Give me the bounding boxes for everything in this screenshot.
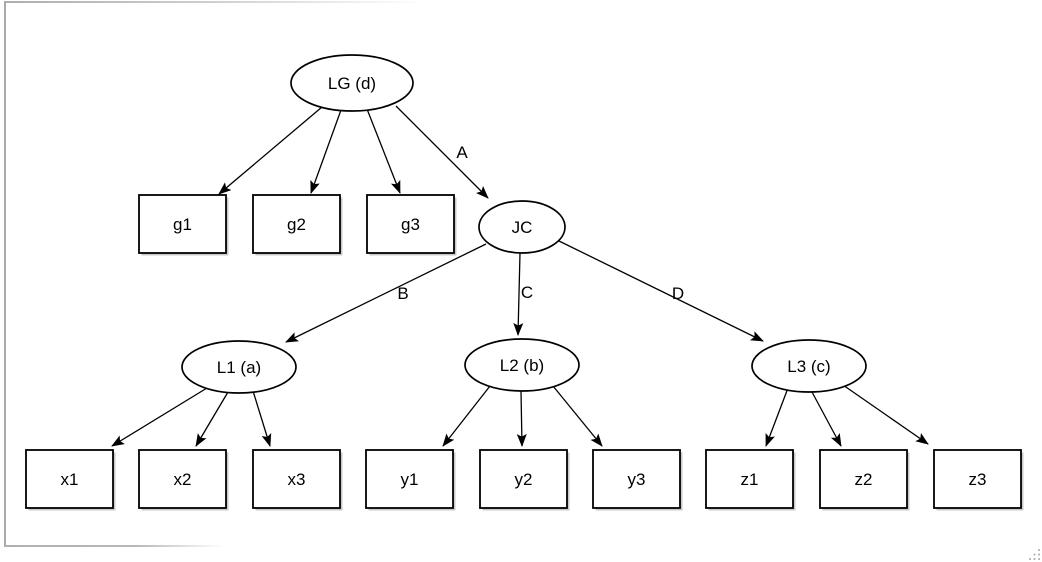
- node-z1-shape: [705, 449, 794, 509]
- edge-label-a: A: [456, 143, 468, 162]
- node-lg-shape: [290, 54, 414, 112]
- node-g3-label: g3: [401, 215, 420, 234]
- edge-lg-jc: [395, 105, 489, 199]
- node-l1: L1 (a): [181, 340, 297, 394]
- node-z3-shape: [933, 449, 1022, 509]
- node-y1-shape: [365, 449, 454, 509]
- node-jc: JC: [478, 200, 566, 254]
- edge-label-layer: A B C D: [397, 143, 684, 303]
- node-y2-shape: [479, 449, 568, 509]
- node-z2-shape: [819, 449, 908, 509]
- edge-l2-y1: [442, 385, 491, 447]
- window-border-bottom: [4, 545, 224, 547]
- edge-l1-x1: [111, 387, 208, 447]
- window-border-left: [4, 1, 6, 546]
- edge-l3-z1: [765, 387, 789, 447]
- node-l2-shape: [464, 338, 580, 392]
- node-x3-shape: [252, 449, 341, 509]
- node-g3-shape: [366, 194, 455, 254]
- edge-l3-z2: [811, 391, 842, 447]
- node-y3-label: y3: [628, 470, 646, 489]
- node-x2-shape: [138, 449, 227, 509]
- node-l3-label: L3 (c): [787, 357, 830, 376]
- edge-label-d: D: [672, 284, 684, 303]
- node-z3-label: z3: [969, 470, 987, 489]
- node-g2-shape: [252, 194, 341, 254]
- edge-label-b: B: [397, 284, 408, 303]
- node-l3: L3 (c): [751, 339, 867, 393]
- edge-l1-x3: [252, 390, 272, 447]
- node-z3: z3: [933, 449, 1024, 511]
- node-y2: y2: [479, 449, 570, 511]
- node-g1-shape: [138, 194, 227, 254]
- edge-lg-g1: [218, 106, 323, 195]
- node-z2: z2: [819, 449, 910, 511]
- node-g1: g1: [138, 194, 229, 256]
- resize-grip-icon[interactable]: [1027, 547, 1041, 561]
- node-g2-label: g2: [287, 215, 306, 234]
- node-y3: y3: [592, 449, 683, 511]
- node-l2: L2 (b): [464, 338, 580, 392]
- node-l1-shape: [181, 340, 297, 394]
- node-jc-label: JC: [512, 218, 533, 237]
- edge-jc-l1: [285, 243, 487, 343]
- edge-lg-g3: [366, 108, 401, 194]
- node-l1-label: L1 (a): [217, 358, 261, 377]
- node-g2: g2: [252, 194, 343, 256]
- window-border-top: [4, 1, 704, 3]
- edge-layer: [111, 105, 929, 447]
- edge-lg-g2: [310, 109, 342, 194]
- edge-l3-z3: [842, 384, 929, 445]
- node-x1: x1: [25, 449, 116, 511]
- node-x2-label: x2: [174, 470, 192, 489]
- edge-l2-y3: [552, 385, 603, 447]
- node-l3-shape: [751, 339, 867, 393]
- node-g1-label: g1: [173, 215, 192, 234]
- node-x3-label: x3: [288, 470, 306, 489]
- node-z2-label: z2: [855, 470, 873, 489]
- node-g3: g3: [366, 194, 457, 256]
- edge-label-c: C: [521, 283, 533, 302]
- node-y3-shape: [592, 449, 681, 509]
- node-x1-shape: [25, 449, 114, 509]
- node-lg-label: LG (d): [328, 74, 376, 93]
- edge-jc-l3: [558, 240, 764, 342]
- node-y2-label: y2: [515, 470, 533, 489]
- edge-l2-y2: [516, 390, 527, 447]
- edge-l1-x2: [195, 391, 229, 447]
- node-y1: y1: [365, 449, 456, 511]
- node-x2: x2: [138, 449, 229, 511]
- node-z1-label: z1: [741, 470, 759, 489]
- node-lg: LG (d): [290, 54, 414, 112]
- node-y1-label: y1: [401, 470, 419, 489]
- node-x3: x3: [252, 449, 343, 511]
- edge-jc-l2: [513, 252, 524, 336]
- node-x1-label: x1: [61, 470, 79, 489]
- node-jc-shape: [478, 200, 566, 254]
- node-l2-label: L2 (b): [500, 356, 544, 375]
- node-z1: z1: [705, 449, 796, 511]
